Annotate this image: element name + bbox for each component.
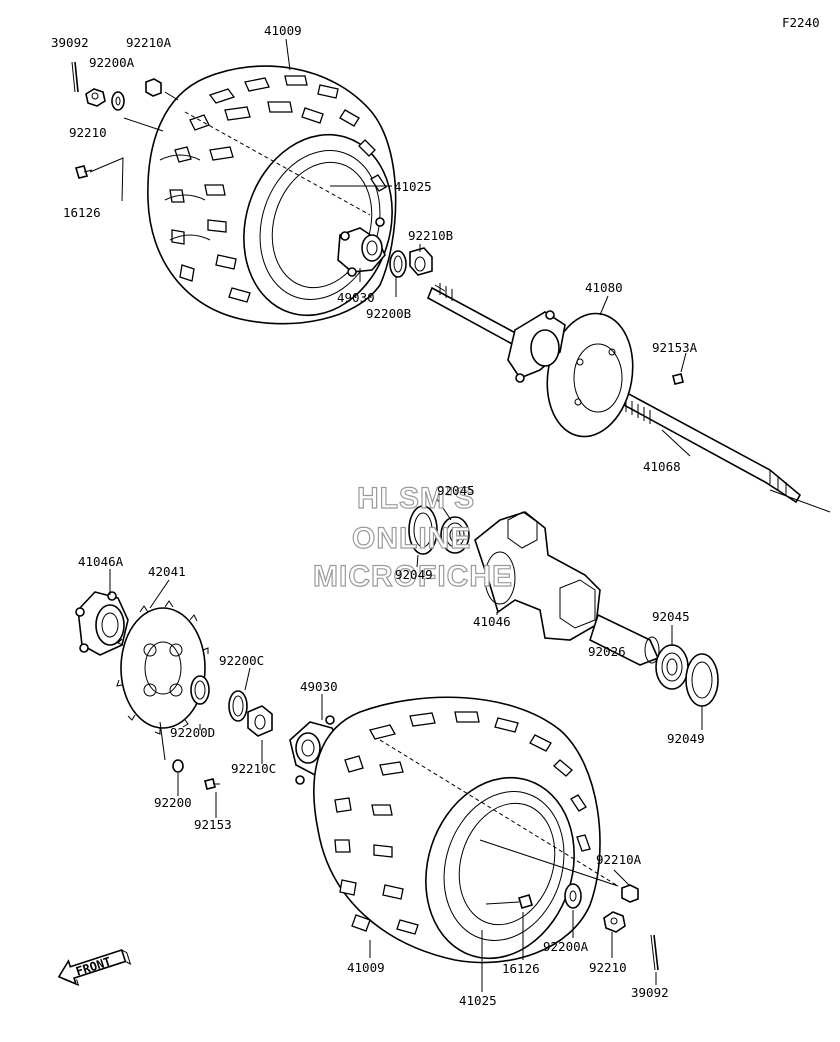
- washer-92200D[interactable]: [190, 675, 210, 705]
- nut-92210-bottom[interactable]: [603, 911, 626, 933]
- watermark-line-3: MICROFICHE: [313, 560, 513, 593]
- washer-92200A-top[interactable]: [111, 91, 125, 111]
- label-92210C[interactable]: 92210C: [231, 761, 276, 776]
- axle-41068[interactable]: [426, 283, 831, 513]
- label-49030-top[interactable]: 49030: [337, 290, 375, 305]
- label-92200D[interactable]: 92200D: [170, 725, 215, 740]
- part-labels: 39092 92210A 41009 92200A 92210 16126 41…: [51, 23, 705, 1008]
- watermark-line-2: ONLINE: [352, 522, 471, 555]
- label-92049-mid[interactable]: 92049: [395, 567, 433, 582]
- seal-92049-right[interactable]: [685, 653, 719, 707]
- label-92200B[interactable]: 92200B: [366, 306, 411, 321]
- diagram-id: F2240: [782, 15, 820, 30]
- washer-92200A-bottom[interactable]: [564, 883, 582, 909]
- cotter-pin-39092-top[interactable]: [71, 61, 79, 93]
- label-92045-mid[interactable]: 92045: [437, 483, 475, 498]
- label-41046[interactable]: 41046: [473, 614, 511, 629]
- label-41009-bottom[interactable]: 41009: [347, 960, 385, 975]
- watermark-line-1: HLSM'S: [357, 482, 475, 515]
- label-39092-top[interactable]: 39092: [51, 35, 89, 50]
- bolt-16126-top[interactable]: [74, 165, 93, 179]
- nut-92210A-top[interactable]: [145, 78, 162, 97]
- label-49030-bottom[interactable]: 49030: [300, 679, 338, 694]
- label-92210-top[interactable]: 92210: [69, 125, 107, 140]
- label-16126-bottom[interactable]: 16126: [502, 961, 540, 976]
- collar-92200B[interactable]: [389, 250, 407, 278]
- label-42041[interactable]: 42041: [148, 564, 186, 579]
- sprocket-42041[interactable]: [116, 600, 209, 735]
- bolt-16126-bottom[interactable]: [485, 894, 533, 909]
- top-tire-41009[interactable]: [147, 65, 415, 335]
- label-16126-top[interactable]: 16126: [63, 205, 101, 220]
- label-41046A[interactable]: 41046A: [78, 554, 124, 569]
- label-92200C[interactable]: 92200C: [219, 653, 264, 668]
- label-41009-top[interactable]: 41009: [264, 23, 302, 38]
- label-41068[interactable]: 41068: [643, 459, 681, 474]
- nut-92210A-bottom[interactable]: [621, 884, 639, 903]
- front-label: FRONT: [74, 954, 113, 978]
- label-41025-bottom[interactable]: 41025: [459, 993, 497, 1008]
- label-92210A-bottom[interactable]: 92210A: [596, 852, 642, 867]
- nut-92210-top[interactable]: [85, 88, 106, 107]
- watermark: HLSM'S ONLINE MICROFICHE: [312, 481, 513, 593]
- label-92200A-top[interactable]: 92200A: [89, 55, 135, 70]
- label-39092-bottom[interactable]: 39092: [631, 985, 669, 1000]
- bolt-92153[interactable]: [204, 778, 220, 790]
- label-92200[interactable]: 92200: [154, 795, 192, 810]
- label-92210B[interactable]: 92210B: [408, 228, 453, 243]
- seal-92049-mid[interactable]: [408, 505, 438, 555]
- cotter-pin-39092-bottom[interactable]: [650, 934, 659, 971]
- bolt-92153A[interactable]: [672, 373, 684, 385]
- collar-92026[interactable]: [589, 613, 660, 666]
- label-92049-right[interactable]: 92049: [667, 731, 705, 746]
- front-arrow-icon: FRONT: [57, 949, 132, 986]
- top-hub-49030[interactable]: [337, 217, 386, 277]
- label-92200A-bottom[interactable]: 92200A: [543, 939, 589, 954]
- label-92045-right[interactable]: 92045: [652, 609, 690, 624]
- brake-disc-hub-41080[interactable]: [507, 307, 642, 444]
- label-92210-bottom[interactable]: 92210: [589, 960, 627, 975]
- label-41080[interactable]: 41080: [585, 280, 623, 295]
- label-92026[interactable]: 92026: [588, 644, 626, 659]
- bottom-tire-41009[interactable]: [313, 696, 619, 977]
- label-92153A[interactable]: 92153A: [652, 340, 698, 355]
- bearing-92045-right[interactable]: [655, 644, 689, 690]
- bearing-92045-mid[interactable]: [440, 516, 470, 554]
- label-92210A-top[interactable]: 92210A: [126, 35, 172, 50]
- sprocket-hub-41046A[interactable]: [75, 591, 129, 656]
- nut-92210C[interactable]: [247, 705, 273, 737]
- label-41025-top[interactable]: 41025: [394, 179, 432, 194]
- nut-92210B[interactable]: [409, 247, 433, 276]
- collar-92200C[interactable]: [228, 690, 248, 722]
- label-92153[interactable]: 92153: [194, 817, 232, 832]
- washer-92200[interactable]: [172, 759, 184, 773]
